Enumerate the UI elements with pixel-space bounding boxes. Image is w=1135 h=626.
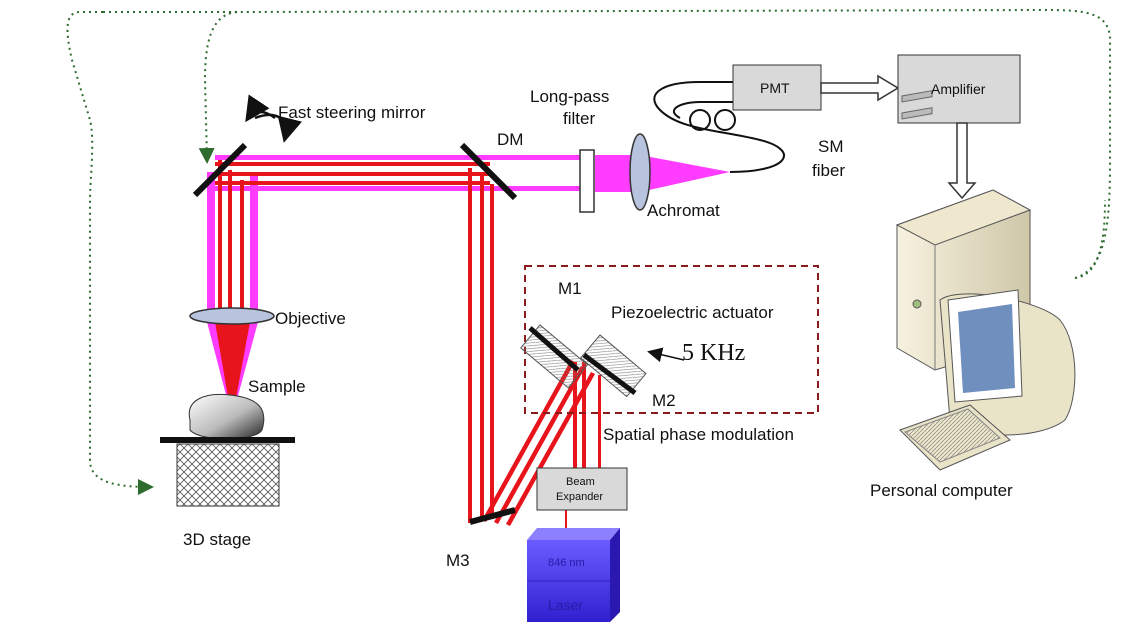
- label-laser: Laser: [548, 597, 583, 613]
- label-piezo: Piezoelectric actuator: [611, 303, 774, 322]
- label-frequency: 5 KHz: [682, 340, 745, 366]
- label-m3: M3: [446, 551, 470, 570]
- label-m2: M2: [652, 391, 676, 410]
- label-personal-computer: Personal computer: [870, 481, 1013, 500]
- beam-expander-box: [536, 467, 628, 511]
- arrow-pmt-amplifier: [820, 74, 900, 102]
- label-long-pass-1: Long-pass: [530, 87, 609, 106]
- spatial-phase-modulation-box: [524, 265, 819, 414]
- label-beam-1: Beam: [566, 476, 595, 488]
- sample: [188, 393, 265, 440]
- label-sm-2: fiber: [812, 161, 845, 180]
- label-objective: Objective: [275, 309, 346, 328]
- laser-beam: [215, 160, 601, 550]
- achromat-lens: [629, 133, 651, 211]
- stage-plate: [160, 437, 295, 443]
- sm-fiber: [653, 81, 785, 173]
- label-sample: Sample: [248, 377, 306, 396]
- mirror-m1: [520, 324, 589, 389]
- fast-steering-mirror: [192, 94, 302, 198]
- control-signal-lines: [66, 8, 1111, 495]
- labels: Fast steering mirror DM Long-pass filter…: [183, 80, 1013, 613]
- laser-box: [527, 528, 620, 622]
- dichroic-mirror: [459, 142, 518, 201]
- label-spatial-phase-modulation: Spatial phase modulation: [603, 425, 794, 444]
- label-sm-1: SM: [818, 137, 844, 156]
- label-laser-wavelength: 846 nm: [548, 557, 585, 569]
- objective-lens: [189, 307, 275, 325]
- long-pass-filter: [579, 149, 595, 213]
- label-m1: M1: [558, 279, 582, 298]
- 3d-stage: [176, 443, 280, 507]
- label-amplifier: Amplifier: [931, 81, 986, 97]
- label-fast-steering-mirror: Fast steering mirror: [278, 103, 426, 122]
- label-3d-stage: 3D stage: [183, 530, 251, 549]
- mirror-m3: [469, 507, 516, 525]
- mirror-m2: [580, 334, 647, 398]
- piezo-arrow: [647, 347, 685, 363]
- label-beam-2: Expander: [556, 491, 603, 503]
- label-long-pass-2: filter: [563, 109, 595, 128]
- label-achromat: Achromat: [647, 201, 720, 220]
- label-pmt: PMT: [760, 80, 790, 96]
- personal-computer-icon: [895, 90, 1076, 471]
- label-dm: DM: [497, 130, 523, 149]
- pmt-box: [732, 64, 822, 111]
- arrow-amplifier-pc: [947, 122, 977, 200]
